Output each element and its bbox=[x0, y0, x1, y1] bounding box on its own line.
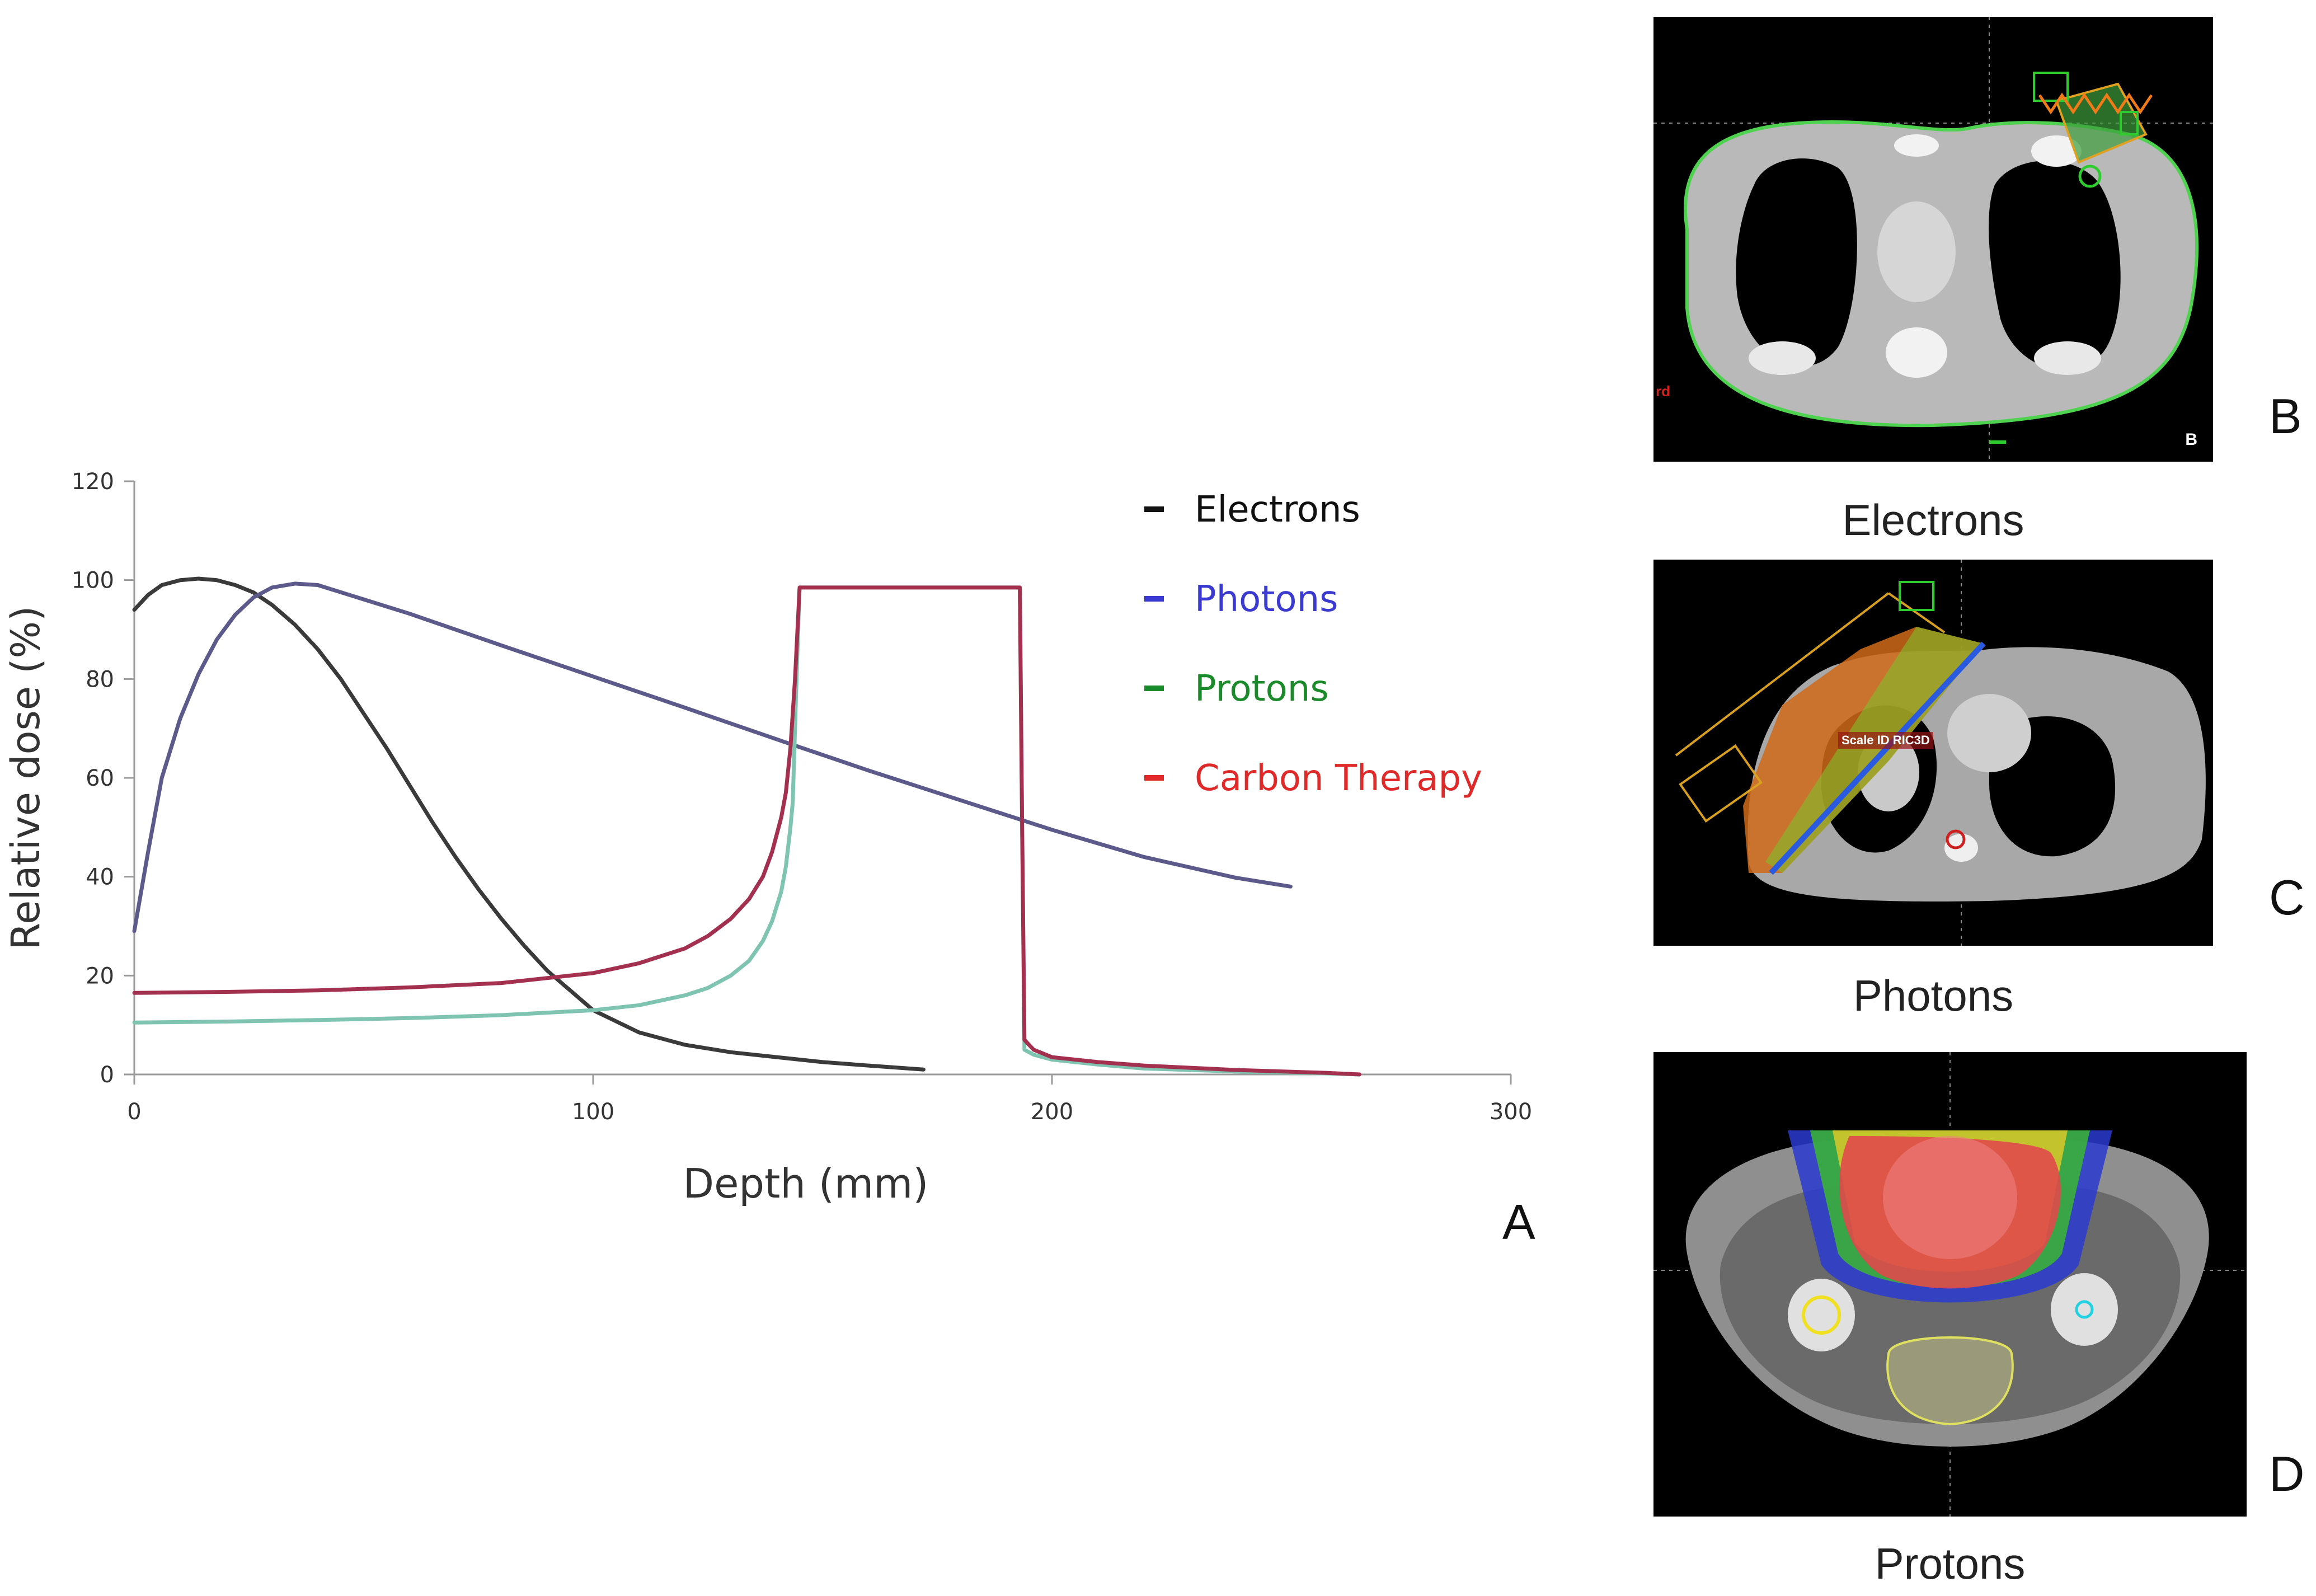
ct-image-protons bbox=[1653, 1052, 2247, 1517]
ct-side-label: rd bbox=[1656, 383, 1670, 400]
legend-label: Electrons bbox=[1195, 489, 1360, 531]
y-tick-label: 0 bbox=[100, 1062, 114, 1088]
y-tick-label: 60 bbox=[86, 766, 114, 791]
ct-scan-chest-photons bbox=[1675, 560, 2206, 946]
caption-photons: Photons bbox=[1853, 971, 2014, 1020]
ct-image-electrons: B rd bbox=[1653, 17, 2213, 462]
legend-label: Carbon Therapy bbox=[1195, 758, 1482, 799]
ct-overlay-label: Scale ID RIC3D bbox=[1838, 732, 1933, 749]
series-line-electrons bbox=[132, 576, 926, 1072]
series-line-protons bbox=[132, 585, 1361, 1077]
ct-scan-chest-electrons bbox=[1653, 17, 2213, 462]
panel-letter-c: C bbox=[2269, 870, 2305, 925]
panel-letter-b: B bbox=[2269, 388, 2302, 444]
x-tick-label: 300 bbox=[1490, 1099, 1532, 1125]
caption-protons: Protons bbox=[1875, 1539, 2026, 1588]
y-tick-label: 20 bbox=[86, 963, 114, 989]
ct-scan-pelvis-protons bbox=[1653, 1052, 2247, 1517]
chart-series-lines bbox=[132, 576, 1361, 1077]
ct-image-photons: Scale ID RIC3D bbox=[1653, 560, 2213, 946]
x-tick-label: 0 bbox=[127, 1099, 141, 1125]
x-axis-label: Depth (mm) bbox=[683, 1160, 929, 1207]
y-tick-label: 120 bbox=[72, 469, 114, 495]
panel-letter-a: A bbox=[1502, 1194, 1535, 1250]
x-tick-label: 200 bbox=[1031, 1099, 1073, 1125]
y-axis-label: Relative dose (%) bbox=[3, 606, 49, 950]
y-tick-label: 100 bbox=[72, 568, 114, 594]
series-line-photons bbox=[132, 581, 1293, 933]
legend-label: Photons bbox=[1195, 579, 1338, 620]
panel-letter-d: D bbox=[2269, 1446, 2305, 1501]
legend-label: Protons bbox=[1195, 668, 1329, 710]
y-tick-label: 40 bbox=[86, 865, 114, 890]
x-tick-label: 100 bbox=[572, 1099, 614, 1125]
caption-electrons: Electrons bbox=[1842, 495, 2024, 544]
series-line-carbon-therapy bbox=[132, 585, 1361, 1077]
y-tick-label: 80 bbox=[86, 666, 114, 692]
ct-overlay-label: B bbox=[2185, 430, 2197, 449]
